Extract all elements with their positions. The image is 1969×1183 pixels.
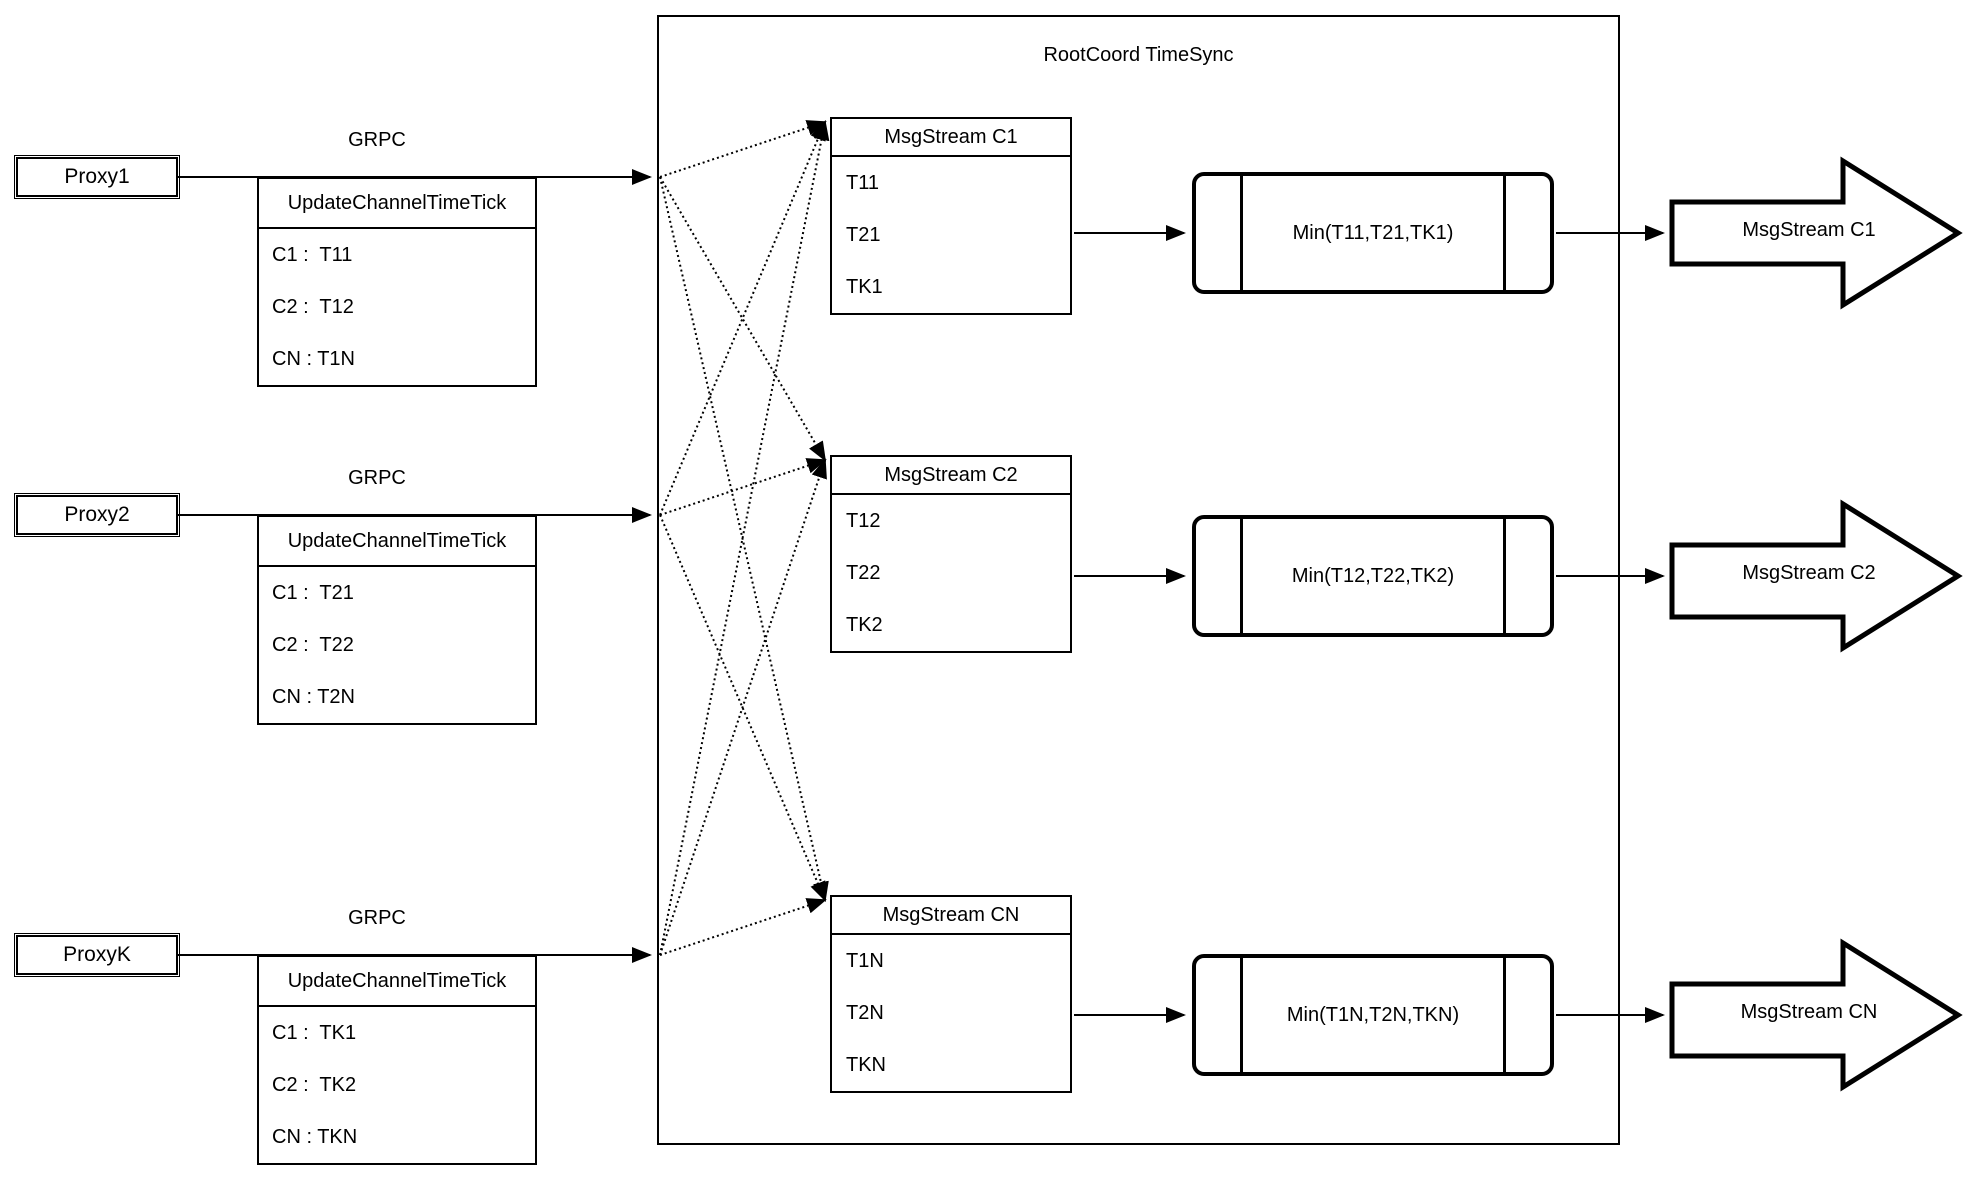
- msgstream-c1-header: MsgStream C1: [832, 119, 1070, 157]
- timetick-row: C1 : TK1: [272, 1022, 357, 1044]
- timetick-row: C1 : T21: [272, 582, 354, 604]
- proxy2-box: Proxy2: [14, 493, 180, 537]
- min-node-right-bar: [1503, 958, 1506, 1072]
- timetick-row: CN : TKN: [272, 1126, 358, 1148]
- min-node-cn-label: Min(T1N,T2N,TKN): [1286, 1003, 1460, 1026]
- update-timetick-header-2: UpdateChannelTimeTick: [259, 517, 535, 567]
- msgstream-row: T12: [846, 510, 881, 532]
- msgstream-row: TKN: [846, 1054, 886, 1076]
- msgstream-c2-table: MsgStream C2 T12 T22 TK2: [830, 455, 1072, 653]
- min-node-right-bar: [1503, 176, 1506, 290]
- timetick-row: C1 : T11: [272, 244, 353, 266]
- timetick-row: C2 : T12: [272, 296, 354, 318]
- msgstream-cn-table: MsgStream CN T1N T2N TKN: [830, 895, 1072, 1093]
- msgstream-row: T22: [846, 562, 881, 584]
- proxy1-box: Proxy1: [14, 155, 180, 199]
- grpc-label-2: GRPC: [348, 467, 406, 489]
- timetick-row: CN : T1N: [272, 348, 355, 370]
- rootcoord-timesync-title: RootCoord TimeSync: [1043, 44, 1234, 66]
- update-timetick-table-1: UpdateChannelTimeTick C1 : T11 C2 : T12 …: [257, 177, 537, 387]
- msgstream-row: T2N: [846, 1002, 884, 1024]
- grpc-label-1: GRPC: [348, 129, 406, 151]
- min-node-left-bar: [1240, 176, 1243, 290]
- update-timetick-table-2: UpdateChannelTimeTick C1 : T21 C2 : T22 …: [257, 515, 537, 725]
- timetick-row: C2 : T22: [272, 634, 354, 656]
- msgstream-cn-header: MsgStream CN: [832, 897, 1070, 935]
- msgstream-c2-header: MsgStream C2: [832, 457, 1070, 495]
- rootcoord-timesync-box: [657, 15, 1620, 1145]
- min-node-c2: Min(T12,T22,TK2): [1192, 515, 1554, 637]
- proxyk-box: ProxyK: [14, 933, 180, 977]
- min-node-right-bar: [1503, 519, 1506, 633]
- min-node-left-bar: [1240, 958, 1243, 1072]
- msgstream-row: TK1: [846, 276, 883, 298]
- update-timetick-header-3: UpdateChannelTimeTick: [259, 957, 535, 1007]
- timetick-row: CN : T2N: [272, 686, 355, 708]
- min-node-left-bar: [1240, 519, 1243, 633]
- update-timetick-header-1: UpdateChannelTimeTick: [259, 179, 535, 229]
- min-node-c1: Min(T11,T21,TK1): [1192, 172, 1554, 294]
- min-node-c1-label: Min(T11,T21,TK1): [1292, 221, 1454, 244]
- msgstream-row: T11: [846, 172, 879, 194]
- msgstream-row: T21: [846, 224, 881, 246]
- min-node-cn: Min(T1N,T2N,TKN): [1192, 954, 1554, 1076]
- grpc-label-3: GRPC: [348, 907, 406, 929]
- timetick-row: C2 : TK2: [272, 1074, 357, 1096]
- msgstream-row: TK2: [846, 614, 883, 636]
- update-timetick-table-3: UpdateChannelTimeTick C1 : TK1 C2 : TK2 …: [257, 955, 537, 1165]
- msgstream-c1-table: MsgStream C1 T11 T21 TK1: [830, 117, 1072, 315]
- min-node-c2-label: Min(T12,T22,TK2): [1291, 564, 1455, 587]
- msgstream-row: T1N: [846, 950, 884, 972]
